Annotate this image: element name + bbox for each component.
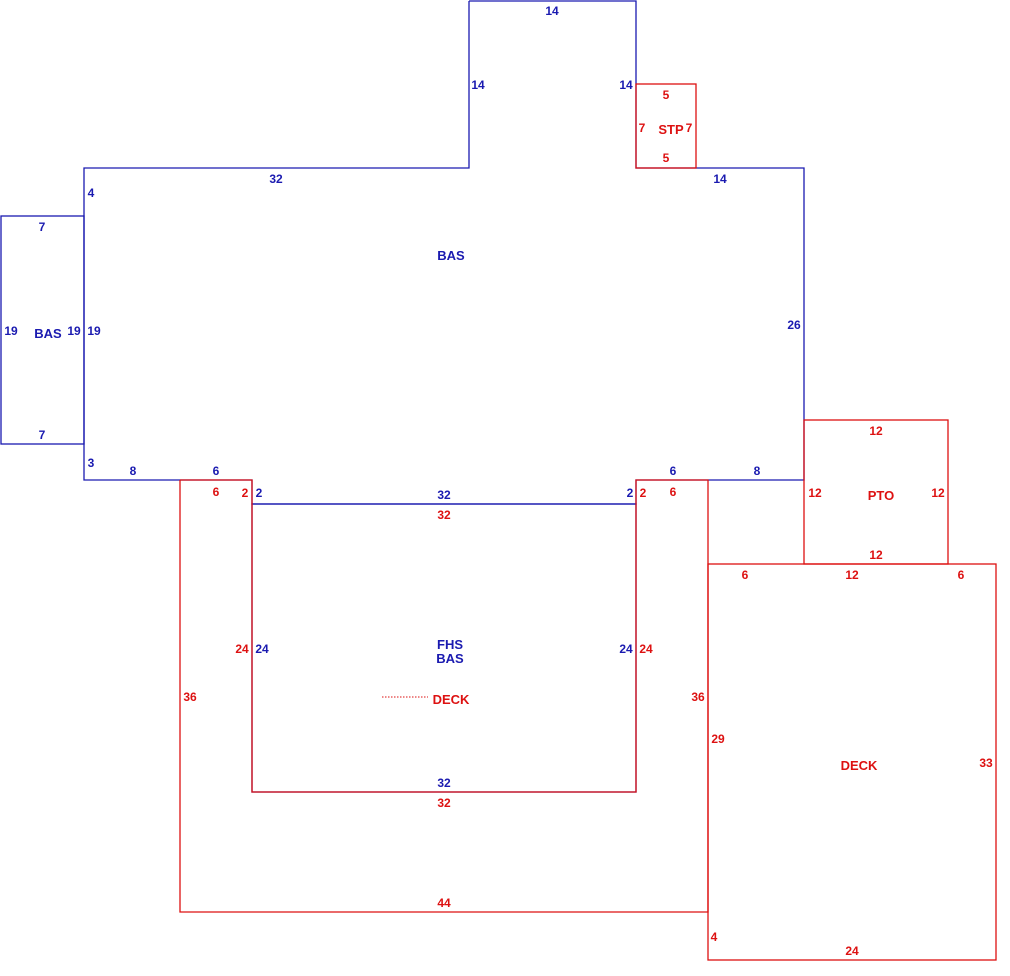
dim-label: 7 — [39, 428, 46, 442]
dim-label: 5 — [663, 88, 670, 102]
stp-outline — [635, 83, 697, 169]
dim-label: 14 — [619, 78, 633, 92]
dim-label: 3 — [88, 456, 95, 470]
dim-label: 6 — [670, 485, 677, 499]
dim-label: 6 — [958, 568, 965, 582]
dim-label: 24 — [619, 642, 633, 656]
dim-label: 24 — [235, 642, 249, 656]
dim-label: 4 — [88, 186, 95, 200]
dim-label: 19 — [4, 324, 18, 338]
dim-label: 32 — [269, 172, 283, 186]
fhs-label: FHS — [437, 637, 463, 652]
dim-label: 12 — [845, 568, 859, 582]
dim-label: 32 — [437, 776, 451, 790]
deck-outline — [179, 479, 709, 913]
dim-label: 36 — [691, 690, 705, 704]
dim-label: 33 — [979, 756, 993, 770]
dim-label: 12 — [869, 424, 883, 438]
dim-label: 2 — [627, 486, 634, 500]
dim-label: 2 — [640, 486, 647, 500]
dim-label: 29 — [711, 732, 725, 746]
dim-label: 2 — [242, 486, 249, 500]
dim-label: 24 — [639, 642, 653, 656]
dim-label: 14 — [713, 172, 727, 186]
dim-label: 6 — [670, 464, 677, 478]
dim-label: 8 — [130, 464, 137, 478]
dim-label: 12 — [808, 486, 822, 500]
dim-label: 19 — [87, 324, 101, 338]
dim-label: 19 — [67, 324, 81, 338]
deck-right-outline — [707, 563, 997, 961]
dim-label: 24 — [255, 642, 269, 656]
dim-label: 5 — [663, 151, 670, 165]
deck-right-label: DECK — [841, 758, 878, 773]
stp-label: STP — [658, 122, 684, 137]
dim-label: 32 — [437, 796, 451, 810]
dim-label: 44 — [437, 896, 451, 910]
dim-label: 7 — [639, 121, 646, 135]
deck-inner-label: DECK — [433, 692, 470, 707]
dim-label: 6 — [213, 464, 220, 478]
dim-label: 2 — [256, 486, 263, 500]
dim-label: 12 — [869, 548, 883, 562]
bas-main-label: BAS — [437, 248, 465, 263]
dim-label: 6 — [742, 568, 749, 582]
dim-label: 36 — [183, 690, 197, 704]
dim-label: 14 — [471, 78, 485, 92]
dim-label: 14 — [545, 4, 559, 18]
dim-label: 4 — [711, 930, 718, 944]
dim-label: 8 — [754, 464, 761, 478]
fhs-bas-label: BAS — [436, 651, 464, 666]
dim-label: 12 — [931, 486, 945, 500]
dim-label: 6 — [213, 485, 220, 499]
dim-label: 32 — [437, 508, 451, 522]
dim-label: 24 — [845, 944, 859, 958]
dim-label: 32 — [437, 488, 451, 502]
pto-label: PTO — [868, 488, 895, 503]
bas-left-label: BAS — [34, 326, 62, 341]
dim-label: 26 — [787, 318, 801, 332]
dim-label: 7 — [686, 121, 693, 135]
bas-left-outline — [0, 215, 85, 445]
dim-label: 7 — [39, 220, 46, 234]
